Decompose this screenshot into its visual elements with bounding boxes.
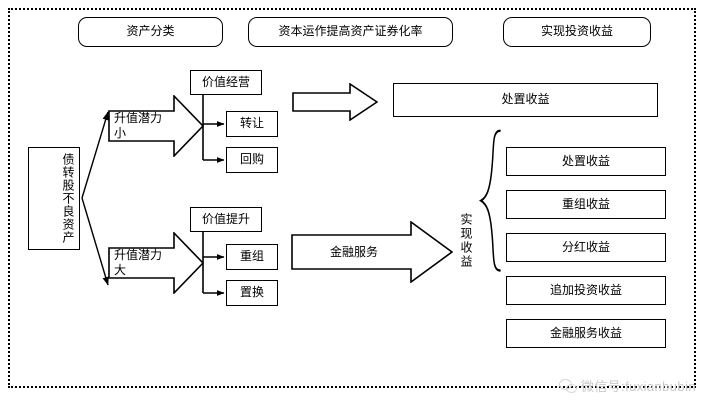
value-child-label-replacement: 置换 <box>239 285 264 300</box>
header-box-asset-classification[interactable]: 资产分类 <box>78 17 223 47</box>
header-label-investment-return: 实现投资收益 <box>540 24 613 39</box>
value-group-label-value-operation: 价值经营 <box>201 74 250 89</box>
dotted-frame <box>8 8 696 388</box>
value-child-box-transfer[interactable]: 转让 <box>226 111 278 137</box>
branch-label-low-appreciation: 升值潜力小 <box>114 111 163 140</box>
value-child-box-replacement[interactable]: 置换 <box>226 280 278 306</box>
result-label-disposal-gain-top: 处置收益 <box>501 92 550 107</box>
result-box-restructuring-gain[interactable]: 重组收益 <box>506 190 666 219</box>
flow-arrow-financial-service[interactable]: 金融服务 <box>291 221 453 283</box>
branch-arrow-low-appreciation[interactable]: 升值潜力小 <box>108 95 204 157</box>
result-label-financial-service-gain: 金融服务收益 <box>549 325 622 340</box>
value-child-box-repurchase[interactable]: 回购 <box>226 147 278 173</box>
result-label-restructuring-gain: 重组收益 <box>561 196 610 211</box>
result-box-disposal-gain-top[interactable]: 处置收益 <box>393 83 658 117</box>
value-group-box-value-enhancement[interactable]: 价值提升 <box>190 207 262 232</box>
header-label-asset-classification: 资产分类 <box>126 24 175 39</box>
value-child-label-repurchase: 回购 <box>239 152 264 167</box>
result-box-dividend-gain[interactable]: 分红收益 <box>506 233 666 262</box>
source-box-debt-to-equity-npl[interactable]: 债转股不良资产 <box>28 147 80 250</box>
flow-arrow-plain-label <box>292 83 378 121</box>
header-box-investment-return[interactable]: 实现投资收益 <box>503 17 651 47</box>
realized-gain-label: 实现收益 <box>459 213 473 269</box>
result-box-additional-investment-gain[interactable]: 追加投资收益 <box>506 276 666 305</box>
value-child-label-restructuring: 重组 <box>239 249 264 264</box>
header-box-capital-operation[interactable]: 资本运作提高资产证券化率 <box>248 17 453 47</box>
result-label-additional-investment-gain: 追加投资收益 <box>549 282 622 297</box>
result-box-financial-service-gain[interactable]: 金融服务收益 <box>506 319 666 348</box>
value-group-box-value-operation[interactable]: 价值经营 <box>190 70 262 95</box>
result-label-dividend-gain: 分红收益 <box>561 239 610 254</box>
branch-label-high-appreciation: 升值潜力大 <box>114 248 163 277</box>
result-box-disposal-gain[interactable]: 处置收益 <box>506 147 666 176</box>
source-label-debt-to-equity-npl: 债转股不良资产 <box>61 153 75 244</box>
value-child-box-restructuring[interactable]: 重组 <box>226 244 278 270</box>
result-label-disposal-gain: 处置收益 <box>561 153 610 168</box>
value-child-label-transfer: 转让 <box>239 116 264 131</box>
flow-arrow-financial-service-label: 金融服务 <box>329 244 378 259</box>
wechat-watermark-label: 微信号:fuxianbubin <box>580 379 696 394</box>
branch-arrow-high-appreciation[interactable]: 升值潜力大 <box>108 232 204 294</box>
header-label-capital-operation: 资本运作提高资产证券化率 <box>278 24 423 39</box>
wechat-watermark: 微信号:fuxianbubin <box>558 376 696 395</box>
value-group-label-value-enhancement: 价值提升 <box>201 211 250 226</box>
wechat-logo-icon <box>558 378 577 393</box>
flow-arrow-plain[interactable] <box>292 83 378 121</box>
